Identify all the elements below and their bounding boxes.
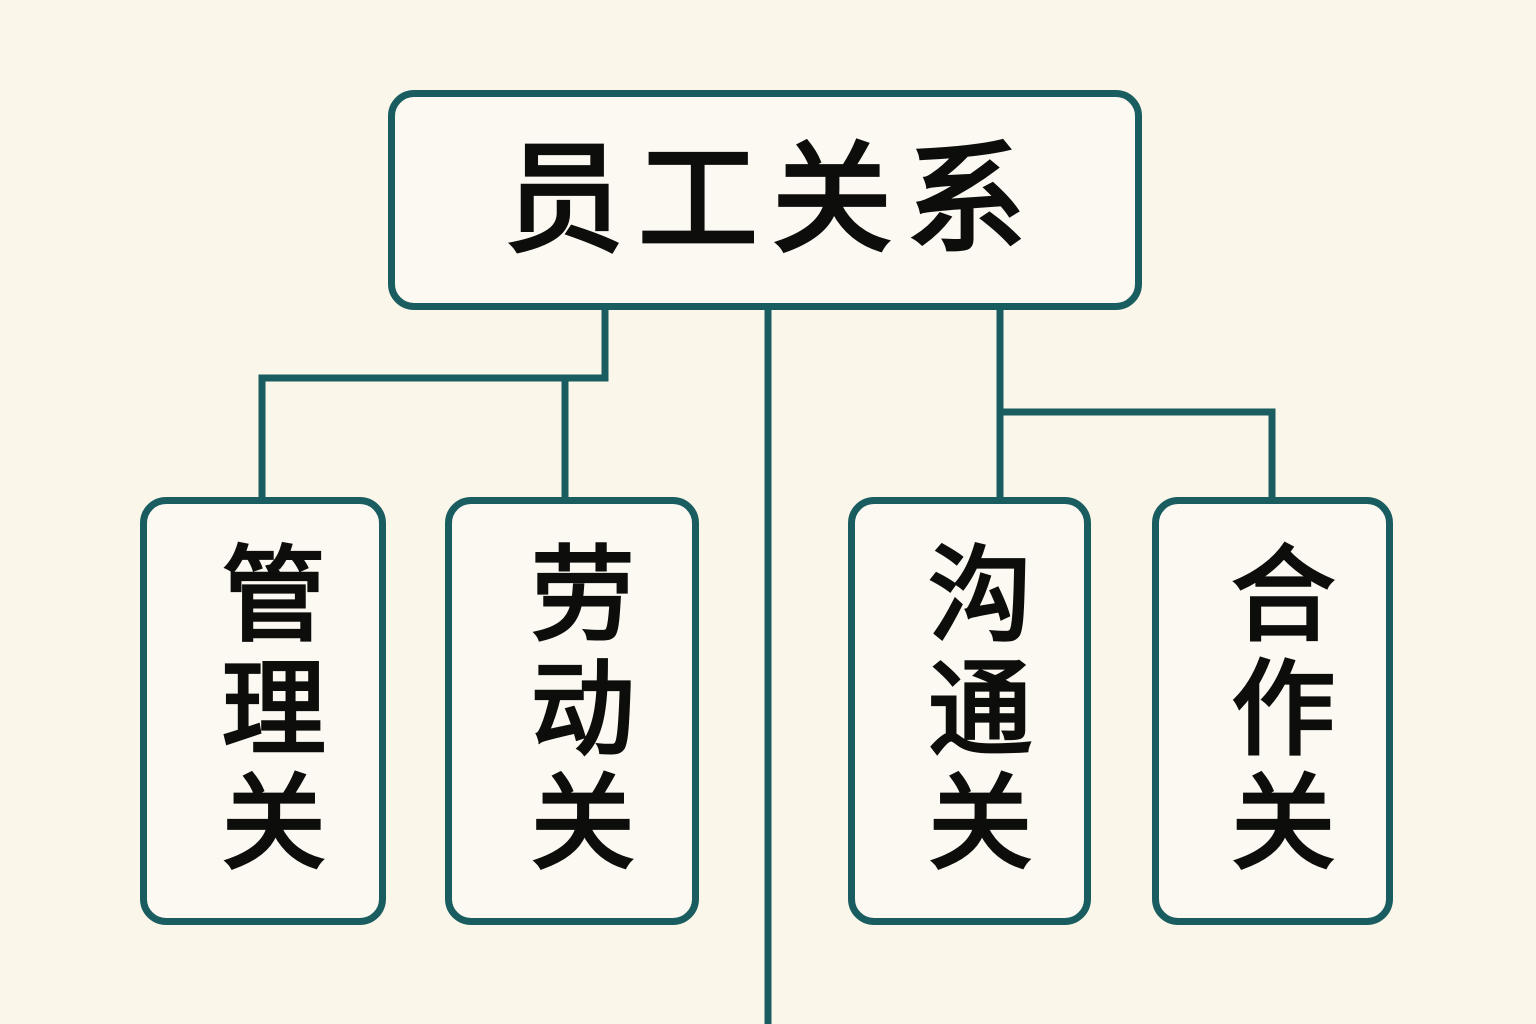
node-child-3-label: 沟通关 <box>911 540 1028 882</box>
node-root-label: 员工关系 <box>504 133 1040 267</box>
node-child-2-label: 劳动关 <box>514 540 631 882</box>
node-child-4[interactable]: 合作关 <box>1152 497 1393 925</box>
connector-to-child-1 <box>258 310 609 497</box>
node-child-4-label: 合作关 <box>1214 540 1331 882</box>
node-child-3[interactable]: 沟通关 <box>848 497 1091 925</box>
connector-to-child-4 <box>1000 408 1276 497</box>
node-root[interactable]: 员工关系 <box>388 90 1142 310</box>
node-child-2[interactable]: 劳动关 <box>445 497 699 925</box>
node-child-1-label: 管理关 <box>205 540 322 882</box>
node-child-1[interactable]: 管理关 <box>140 497 386 925</box>
